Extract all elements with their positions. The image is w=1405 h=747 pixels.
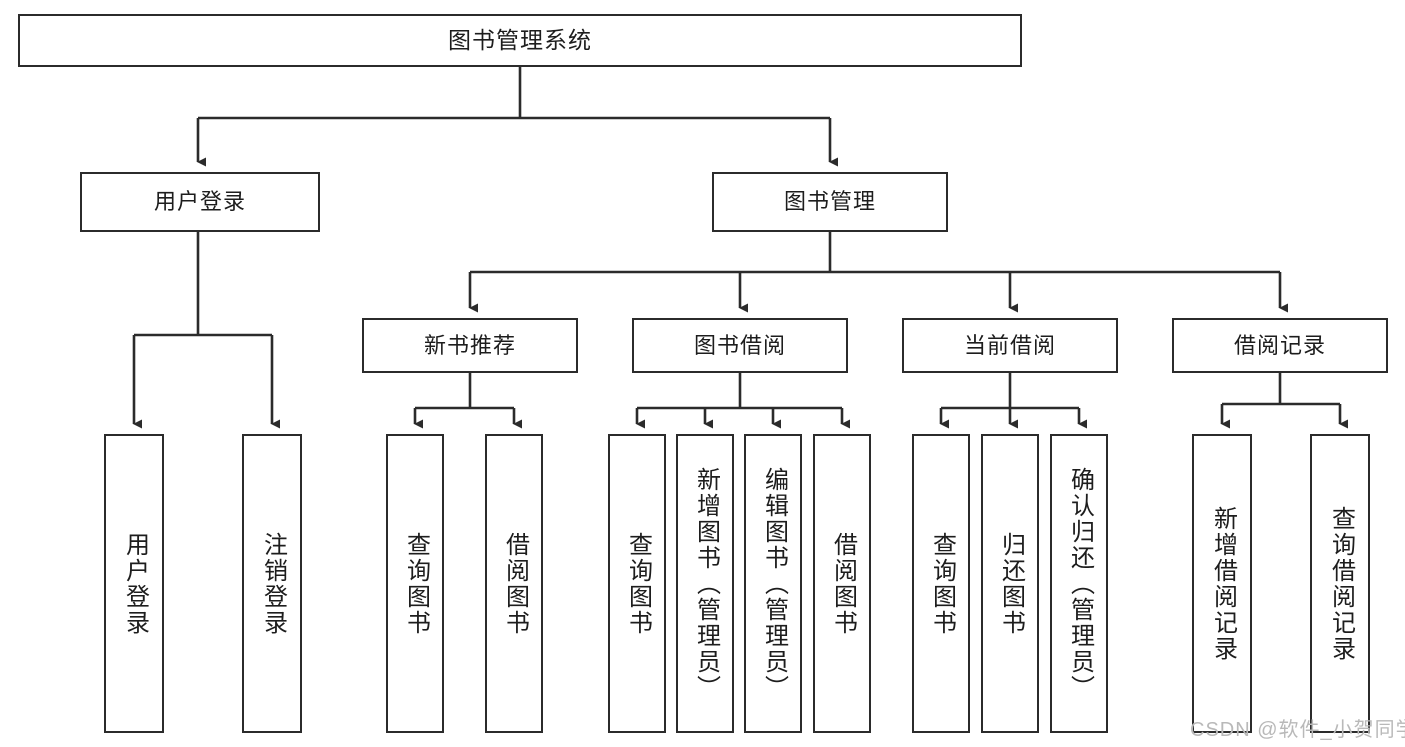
node-label: 新增借阅记录 [1209,505,1237,662]
node-leaf-borrow-book[interactable]: 借阅图书 [813,434,871,733]
node-leaf-return-book[interactable]: 归还图书 [981,434,1039,733]
node-root-book-management-system[interactable]: 图书管理系统 [18,14,1022,67]
node-current-borrow[interactable]: 当前借阅 [902,318,1118,373]
node-label: 图书管理系统 [448,27,592,54]
node-label: 查询图书 [928,531,956,636]
node-leaf-confirm-return-admin[interactable]: 确认归还（管理员） [1050,434,1108,733]
node-leaf-query-book-new[interactable]: 查询图书 [386,434,444,733]
node-label: 用户登录 [121,531,149,636]
node-leaf-user-login[interactable]: 用户登录 [104,434,164,733]
node-label: 新书推荐 [423,332,516,358]
node-label: 图书借阅 [693,332,786,358]
node-label: 编辑图书（管理员） [760,466,788,701]
node-leaf-borrow-book-new[interactable]: 借阅图书 [485,434,543,733]
node-user-login[interactable]: 用户登录 [80,172,320,232]
node-label: 查询借阅记录 [1327,505,1355,662]
node-leaf-query-book-current[interactable]: 查询图书 [912,434,970,733]
node-new-book-recommend[interactable]: 新书推荐 [362,318,578,373]
node-label: 注销登录 [259,531,287,636]
node-borrow-record[interactable]: 借阅记录 [1172,318,1388,373]
node-label: 借阅记录 [1233,332,1326,358]
node-label: 用户登录 [153,189,246,215]
node-label: 归还图书 [997,531,1025,636]
node-label: 确认归还（管理员） [1066,466,1094,701]
node-label: 新增图书（管理员） [692,466,720,701]
node-book-management[interactable]: 图书管理 [712,172,948,232]
node-label: 借阅图书 [829,531,857,636]
node-leaf-query-book-borrow[interactable]: 查询图书 [608,434,666,733]
node-label: 借阅图书 [501,531,529,636]
node-label: 查询图书 [624,531,652,636]
node-leaf-logout-login[interactable]: 注销登录 [242,434,302,733]
node-label: 图书管理 [783,189,876,215]
node-leaf-edit-book-admin[interactable]: 编辑图书（管理员） [744,434,802,733]
node-label: 查询图书 [402,531,430,636]
node-book-borrow[interactable]: 图书借阅 [632,318,848,373]
node-leaf-add-borrow-record[interactable]: 新增借阅记录 [1192,434,1252,733]
node-label: 当前借阅 [963,332,1056,358]
node-leaf-add-book-admin[interactable]: 新增图书（管理员） [676,434,734,733]
node-leaf-query-borrow-record[interactable]: 查询借阅记录 [1310,434,1370,733]
